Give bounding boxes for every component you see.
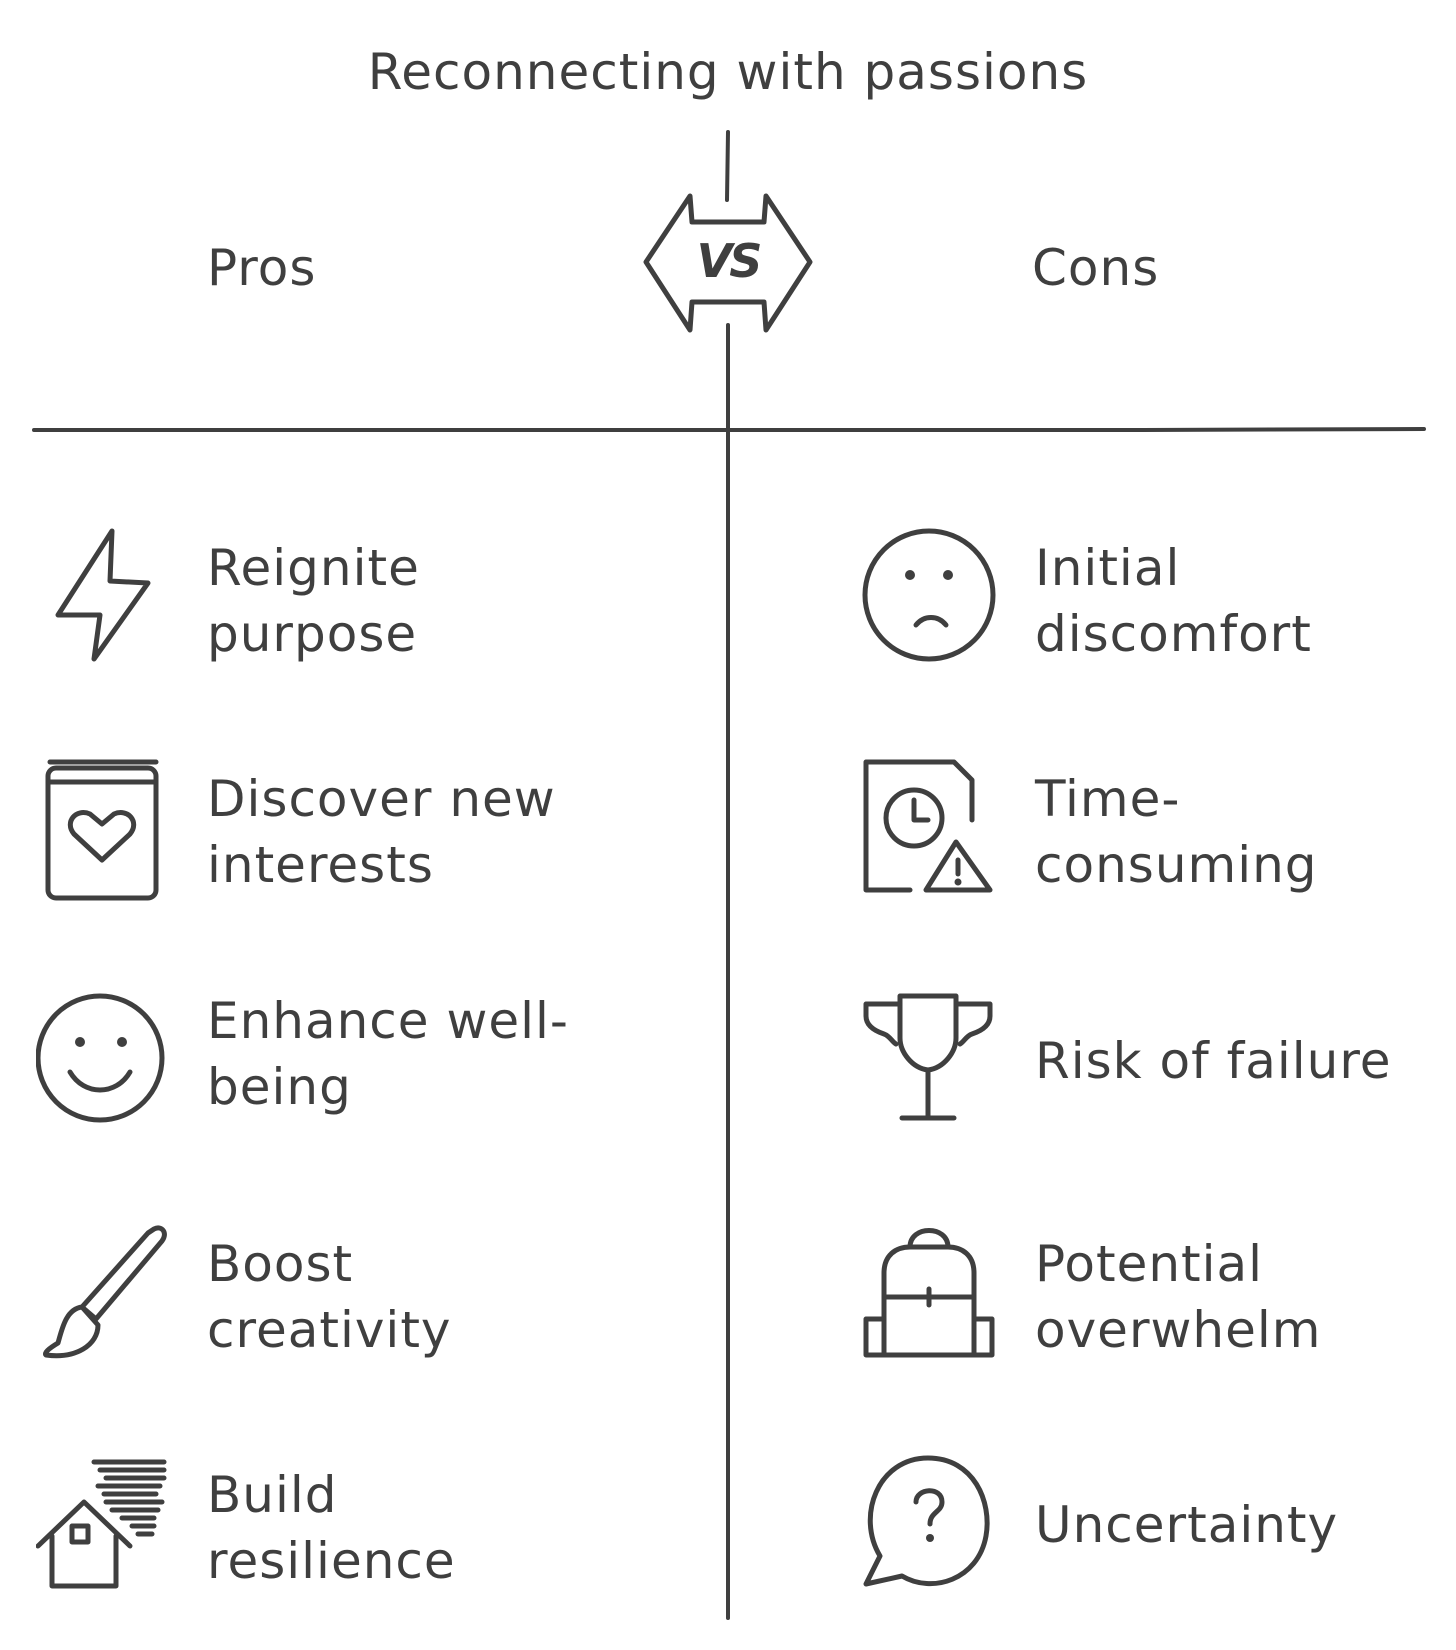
cons-item-label: Initial discomfort — [1035, 539, 1312, 663]
paintbrush-icon — [43, 1225, 167, 1359]
lightning-bolt-icon — [55, 528, 151, 662]
cons-item-3: Risk of failure — [860, 988, 1391, 1138]
horizontal-divider — [32, 427, 1426, 433]
cons-item-label: Potential overwhelm — [1035, 1235, 1322, 1359]
frown-face-icon — [862, 528, 996, 662]
pros-item-label: Discover new interests — [207, 770, 556, 894]
heart-book-icon — [45, 759, 159, 901]
question-bubble-icon — [863, 1455, 990, 1587]
vs-label: VS — [696, 234, 763, 288]
vs-badge-icon — [643, 193, 813, 333]
house-wind-icon — [36, 1459, 167, 1589]
pros-item-2: Discover new interests — [36, 756, 555, 906]
cons-item-label: Time- consuming — [1035, 770, 1318, 894]
pros-item-label: Reignite purpose — [207, 539, 420, 663]
pros-item-5: Build resilience — [36, 1452, 536, 1602]
cons-header: Cons — [1032, 239, 1160, 297]
clock-warning-document-icon — [863, 759, 993, 893]
cons-item-5: Uncertainty — [860, 1452, 1360, 1602]
cons-item-label: Risk of failure — [1035, 1032, 1392, 1090]
vertical-divider-top — [725, 130, 730, 202]
cons-item-4: Potential overwhelm — [860, 1221, 1360, 1371]
vertical-divider — [725, 323, 731, 1620]
cons-item-label: Uncertainty — [1035, 1496, 1339, 1554]
pros-item-label: Enhance well- being — [207, 992, 569, 1116]
page-title: Reconnecting with passions — [367, 43, 1089, 101]
smiley-face-icon — [36, 993, 165, 1123]
pros-item-4: Boost creativity — [36, 1221, 536, 1371]
pros-item-1: Reignite purpose — [36, 525, 536, 675]
trophy-icon — [863, 993, 993, 1121]
pros-header: Pros — [207, 239, 317, 297]
pros-item-label: Boost creativity — [207, 1235, 452, 1359]
pros-item-3: Enhance well- being — [36, 988, 568, 1138]
cons-item-2: Time- consuming — [860, 756, 1360, 906]
pros-item-label: Build resilience — [207, 1466, 456, 1590]
backpack-icon — [863, 1228, 995, 1358]
cons-item-1: Initial discomfort — [860, 525, 1360, 675]
